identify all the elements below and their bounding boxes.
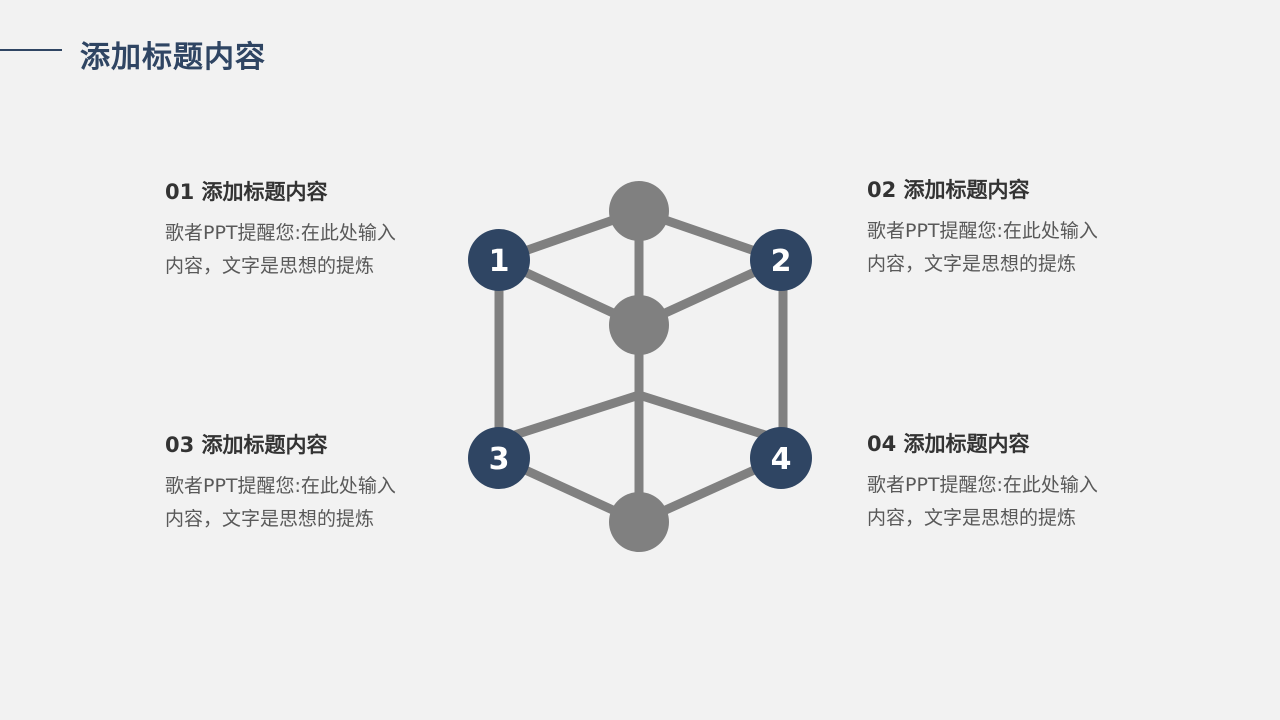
block-body: 歌者PPT提醒您:在此处输入内容，文字是思想的提炼	[165, 222, 396, 277]
content-block-3: 03 添加标题内容 歌者PPT提醒您:在此处输入内容，文字是思想的提炼	[165, 430, 410, 536]
block-heading: 01 添加标题内容	[165, 180, 328, 204]
blue-node-2	[750, 229, 812, 291]
block-heading: 03 添加标题内容	[165, 433, 328, 457]
blue-node-1	[468, 229, 530, 291]
gray-node-top	[609, 181, 669, 241]
diagram-edges	[494, 206, 788, 527]
content-block-4: 04 添加标题内容 歌者PPT提醒您:在此处输入内容，文字是思想的提炼	[867, 429, 1112, 535]
page-title: 添加标题内容	[80, 40, 266, 75]
block-body: 歌者PPT提醒您:在此处输入内容，文字是思想的提炼	[165, 475, 396, 530]
block-heading: 04 添加标题内容	[867, 432, 1030, 456]
node-label-1: 1	[489, 244, 510, 279]
block-body: 歌者PPT提醒您:在此处输入内容，文字是思想的提炼	[867, 474, 1098, 529]
edge	[494, 390, 644, 445]
node-label-2: 2	[771, 244, 792, 279]
content-block-1: 01 添加标题内容 歌者PPT提醒您:在此处输入内容，文字是思想的提炼	[165, 177, 410, 283]
block-heading: 02 添加标题内容	[867, 178, 1030, 202]
gray-node-bottom	[609, 492, 669, 552]
node-label-4: 4	[771, 442, 792, 477]
block-body: 歌者PPT提醒您:在此处输入内容，文字是思想的提炼	[867, 220, 1098, 275]
gray-node-center	[609, 295, 669, 355]
node-label-3: 3	[489, 442, 510, 477]
blue-node-4	[750, 427, 812, 489]
edge	[634, 390, 786, 445]
content-block-2: 02 添加标题内容 歌者PPT提醒您:在此处输入内容，文字是思想的提炼	[867, 175, 1112, 281]
title-accent-line	[0, 49, 62, 51]
blue-node-3	[468, 427, 530, 489]
